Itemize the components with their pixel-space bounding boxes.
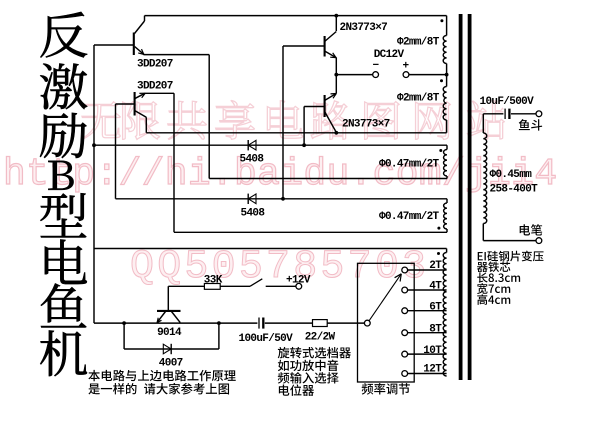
- svg-text:http://hi.baidu.com/jii4: http://hi.baidu.com/jii4: [3, 153, 558, 196]
- svg-text:4T: 4T: [429, 281, 442, 293]
- svg-text:+: +: [403, 61, 410, 73]
- svg-text:Φ0.47mm/2T: Φ0.47mm/2T: [379, 211, 440, 223]
- svg-text:6T: 6T: [429, 302, 442, 314]
- svg-text:QQ505785703: QQ505785703: [130, 245, 429, 290]
- svg-text:10T: 10T: [423, 345, 442, 357]
- svg-text:12T: 12T: [423, 364, 442, 376]
- svg-text:5408: 5408: [240, 154, 265, 166]
- svg-text:5408: 5408: [241, 208, 266, 220]
- svg-text:Φ2mm/8T: Φ2mm/8T: [397, 36, 440, 48]
- svg-text:Φ0.47mm/2T: Φ0.47mm/2T: [379, 158, 440, 170]
- svg-text:3DD207: 3DD207: [137, 58, 173, 70]
- svg-text:Φ0.45mm: Φ0.45mm: [490, 169, 533, 181]
- svg-text:Φ2mm/8T: Φ2mm/8T: [397, 92, 440, 104]
- svg-text:9014: 9014: [157, 327, 182, 339]
- svg-text:258-400T: 258-400T: [490, 184, 539, 196]
- svg-text:DC12V: DC12V: [374, 49, 405, 61]
- svg-text:4007: 4007: [159, 357, 183, 369]
- svg-text:2N3773×7: 2N3773×7: [340, 22, 388, 34]
- svg-text:−: −: [373, 60, 380, 72]
- svg-text:8T: 8T: [429, 324, 442, 336]
- svg-text:+12V: +12V: [286, 275, 311, 287]
- svg-text:100uF/50V: 100uF/50V: [239, 333, 294, 345]
- svg-text:2T: 2T: [429, 260, 442, 272]
- svg-text:22/2W: 22/2W: [305, 332, 336, 344]
- svg-text:33K: 33K: [204, 275, 223, 287]
- svg-text:10uF/500V: 10uF/500V: [480, 96, 535, 108]
- svg-text:2N3773×7: 2N3773×7: [342, 119, 390, 131]
- svg-text:3DD207: 3DD207: [137, 80, 173, 92]
